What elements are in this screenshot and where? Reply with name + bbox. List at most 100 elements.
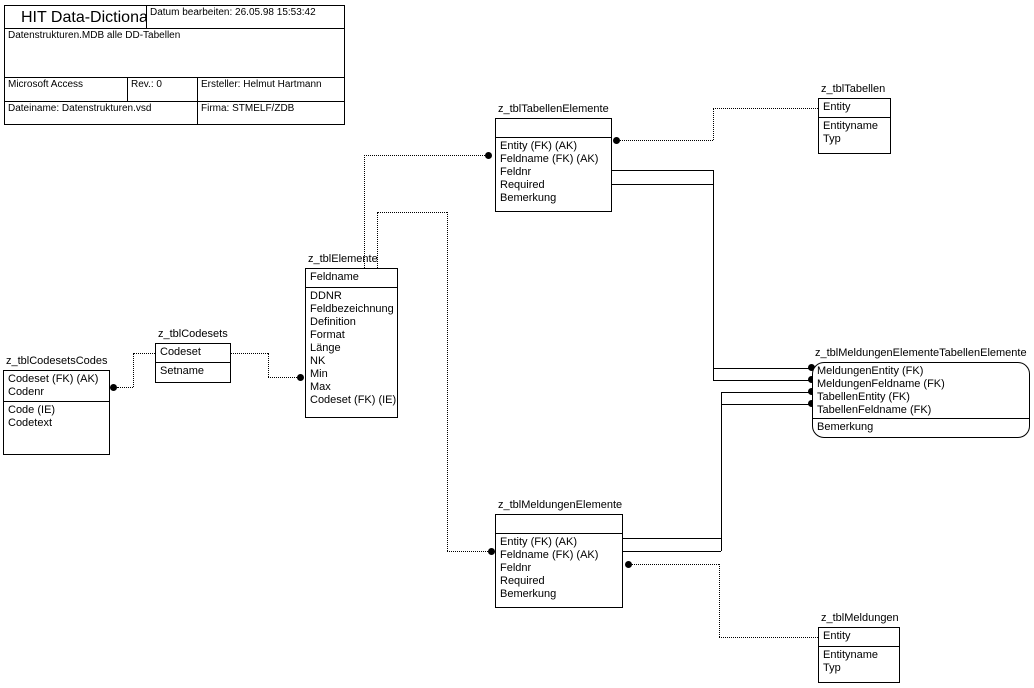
key-attributes-section: Entity — [819, 628, 899, 647]
entity-title: z_tblMeldungenElementeTabellenElemente — [815, 347, 1027, 359]
connector-segment — [133, 353, 134, 387]
attribute-row: MeldungenFeldname (FK) — [817, 378, 945, 390]
relationship-endpoint-dot — [485, 152, 492, 159]
connector-segment — [133, 353, 155, 354]
key-attributes-section — [496, 515, 622, 534]
relationship-endpoint-dot — [110, 384, 117, 391]
connector-segment — [713, 108, 714, 140]
connector-segment — [377, 212, 378, 268]
description-cell: Datenstrukturen.MDB alle DD-Tabellen — [4, 28, 345, 78]
entity-box-codesets-codes[interactable]: Codeset (FK) (AK)Codenr Code (IE)Codetex… — [3, 370, 110, 455]
attribute-row: Bemerkung — [500, 588, 557, 600]
key-attributes-section: Feldname — [306, 269, 397, 288]
connector-segment — [713, 108, 818, 109]
connector-segment — [721, 392, 722, 551]
attribute-row: Entityname — [823, 649, 879, 661]
connector-segment — [231, 353, 268, 354]
connector-segment — [612, 184, 713, 185]
key-attributes-section: Codeset — [156, 344, 230, 363]
attribute-row: Codeset — [160, 346, 201, 358]
attribute-row: Entity (FK) (AK) — [500, 536, 578, 548]
relationship-endpoint-dot — [808, 376, 815, 383]
attribute-row: Entity (FK) (AK) — [500, 140, 578, 152]
connector-segment — [377, 212, 447, 213]
connector-segment — [713, 170, 714, 380]
application-cell: Microsoft Access — [4, 77, 128, 102]
attribute-row: TabellenFeldname (FK) — [817, 404, 932, 416]
attribute-row: Required — [500, 575, 545, 587]
connector-segment — [364, 155, 485, 156]
date-edited-cell: Datum bearbeiten: 26.05.98 15:53:42 — [146, 5, 345, 29]
connector-segment — [721, 404, 810, 405]
connector-segment — [719, 637, 818, 638]
attribute-row: TabellenEntity (FK) — [817, 391, 910, 403]
attribute-row: Codetext — [8, 417, 53, 429]
entity-box-tabellen-elemente[interactable]: Entity (FK) (AK)Feldname (FK) (AK)Feldnr… — [495, 118, 612, 212]
attribute-row: Länge — [310, 342, 341, 354]
attribute-row: MeldungenEntity (FK) — [817, 365, 924, 377]
connector-segment — [713, 380, 810, 381]
connector-segment — [632, 564, 719, 565]
connector-segment — [447, 551, 488, 552]
company-cell: Firma: STMELF/ZDB — [197, 101, 345, 125]
attribute-row: Definition — [310, 316, 356, 328]
connector-segment — [713, 368, 810, 369]
attribute-row: Feldname (FK) (AK) — [500, 549, 599, 561]
attribute-row: Entity — [823, 101, 851, 113]
attribute-row: Max — [310, 381, 331, 393]
attribute-row: Bemerkung — [500, 192, 557, 204]
attributes-section: Code (IE)Codetext — [4, 402, 109, 454]
connector-segment — [623, 538, 721, 539]
entity-title: z_tblMeldungenElemente — [498, 499, 623, 511]
key-attributes-section: Codeset (FK) (AK)Codenr — [4, 371, 109, 402]
revision-cell: Rev.: 0 — [127, 77, 198, 102]
attribute-row: Setname — [160, 365, 205, 377]
attribute-row: Codenr — [8, 386, 45, 398]
entity-title: z_tblTabellenElemente — [498, 103, 609, 115]
attribute-row: NK — [310, 355, 326, 367]
attribute-row: Entity — [823, 630, 851, 642]
entity-box-meldungen-elemente-tabellen-elemente[interactable]: MeldungenEntity (FK)MeldungenFeldname (F… — [812, 362, 1030, 438]
entity-title: z_tblCodesets — [158, 328, 228, 340]
attribute-row: Feldname — [310, 271, 359, 283]
entity-title: z_tblElemente — [308, 253, 378, 265]
entity-box-meldungen-elemente[interactable]: Entity (FK) (AK)Feldname (FK) (AK)Feldnr… — [495, 514, 623, 608]
entity-title: z_tblMeldungen — [821, 612, 899, 624]
attribute-row: Codeset (FK) (AK) — [8, 373, 99, 385]
entity-codesets: z_tblCodesets Codeset Setname — [155, 328, 231, 383]
connector-segment — [268, 377, 297, 378]
attribute-row: Format — [310, 329, 345, 341]
entity-meldungen-elemente: z_tblMeldungenElemente Entity (FK) (AK)F… — [495, 499, 623, 608]
document-title: HIT Data-Dictionary — [4, 5, 147, 29]
relationship-endpoint-dot — [297, 374, 304, 381]
attribute-row: Min — [310, 368, 328, 380]
relationship-endpoint-dot — [808, 388, 815, 395]
key-attributes-section: MeldungenEntity (FK)MeldungenFeldname (F… — [813, 363, 1029, 419]
connector-segment — [447, 212, 448, 551]
key-attributes-section — [496, 119, 611, 138]
relationship-endpoint-dot — [613, 137, 620, 144]
attribute-row: Feldnr — [500, 166, 532, 178]
attributes-section: Entity (FK) (AK)Feldname (FK) (AK)Feldnr… — [496, 534, 622, 607]
entity-title: z_tblTabellen — [821, 83, 886, 95]
attributes-section: Entity (FK) (AK)Feldname (FK) (AK)Feldnr… — [496, 138, 611, 211]
entity-meldungen-elemente-tabellen-elemente: z_tblMeldungenElementeTabellenElemente M… — [812, 347, 1030, 438]
entity-box-codesets[interactable]: Codeset Setname — [155, 343, 231, 383]
attribute-row: Feldnr — [500, 562, 532, 574]
connector-segment — [719, 564, 720, 637]
attribute-row: Codeset (FK) (IE) — [310, 394, 397, 406]
filename-cell: Dateiname: Datenstrukturen.vsd — [4, 101, 198, 125]
attribute-row: Code (IE) — [8, 404, 56, 416]
attribute-row: Feldname (FK) (AK) — [500, 153, 599, 165]
entity-codesets-codes: z_tblCodesetsCodes Codeset (FK) (AK)Code… — [3, 355, 110, 455]
relationship-endpoint-dot — [808, 364, 815, 371]
